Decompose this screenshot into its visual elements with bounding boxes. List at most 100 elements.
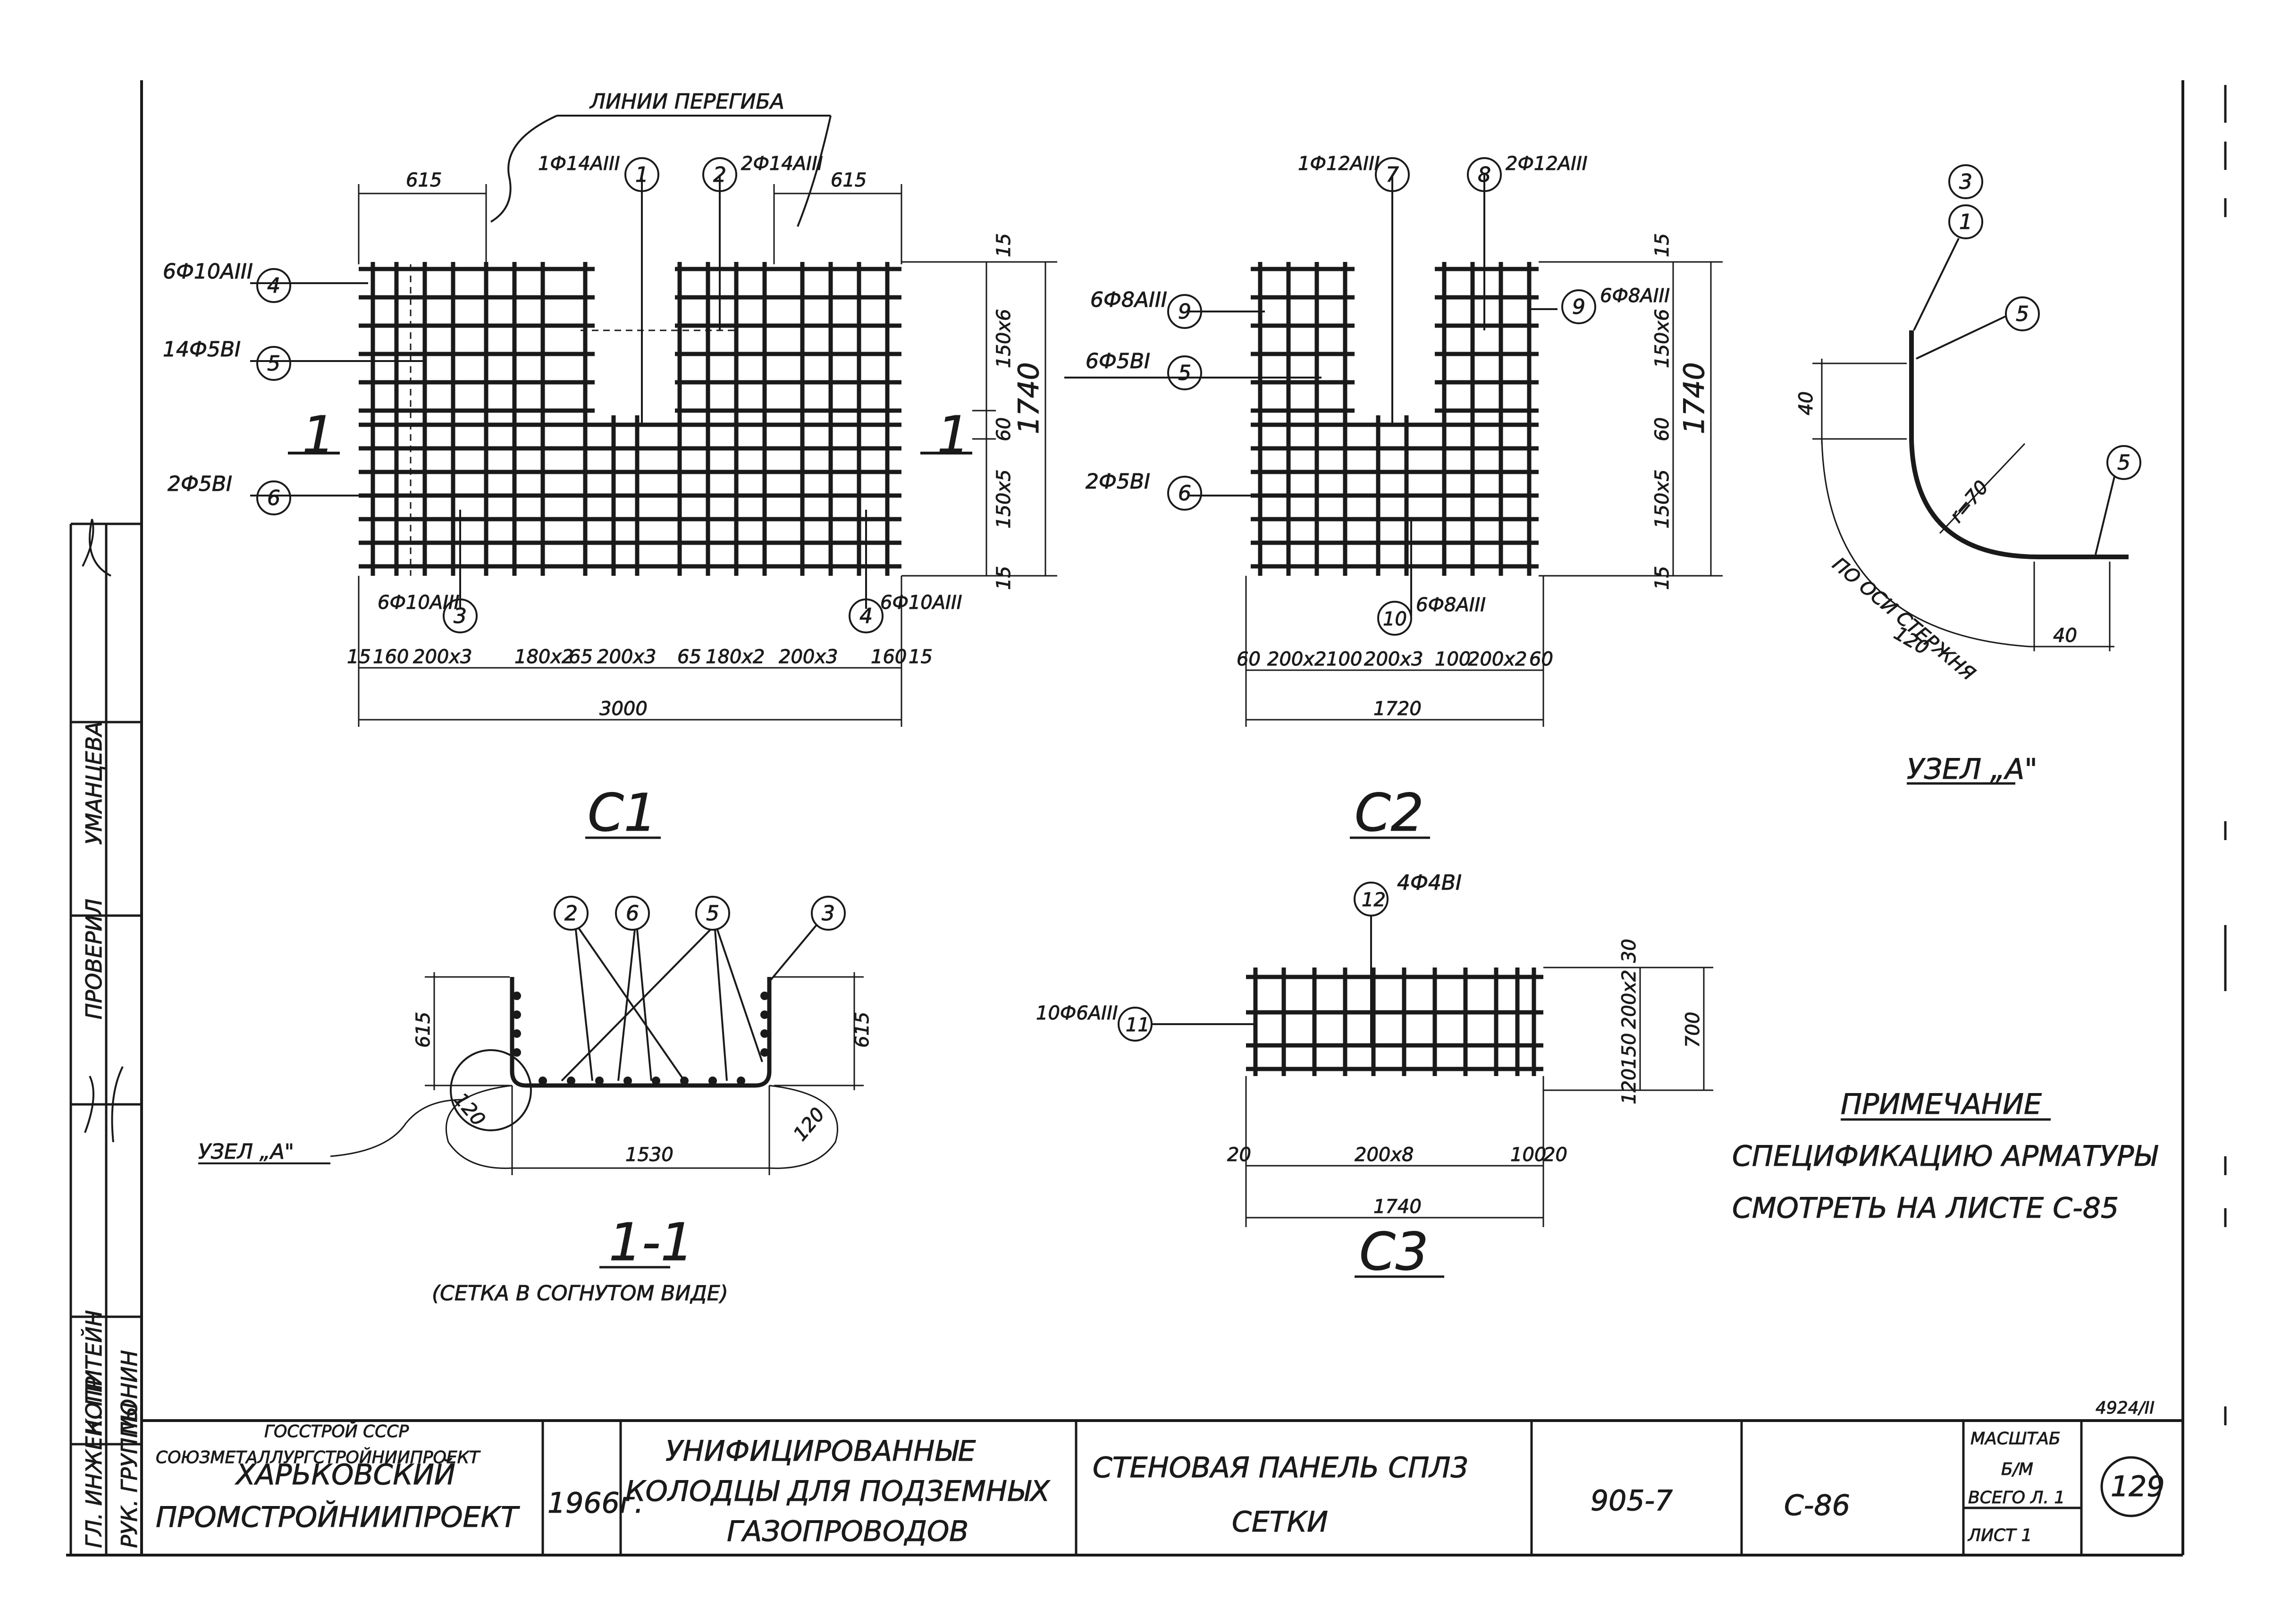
side-stamp bbox=[69, 519, 142, 1555]
c1-mesh bbox=[359, 262, 901, 576]
c1-callout-6-label: 2Ф5ВI bbox=[168, 472, 232, 496]
svg-text:150x6: 150x6 bbox=[993, 309, 1015, 368]
svg-text:160: 160 bbox=[373, 646, 409, 668]
svg-text:60: 60 bbox=[1237, 648, 1261, 670]
svg-text:200x2: 200x2 bbox=[1468, 648, 1527, 670]
c2-callout-5-label: 6Ф5ВI bbox=[1086, 349, 1150, 373]
c1-callout-5-num: 5 bbox=[267, 352, 280, 376]
c1-callout-1-label: 1Ф14АIII bbox=[538, 153, 620, 175]
c1-dim-615-right: 615 bbox=[831, 169, 867, 191]
tb-org-3: ХАРЬКОВСКИЙ bbox=[235, 1458, 455, 1491]
tb-sheet-title-1: СТЕНОВАЯ ПАНЕЛЬ СПЛ3 bbox=[1093, 1451, 1469, 1484]
side-gl-ing: ГЛ. ИНЖЕН. ПР. bbox=[81, 1370, 107, 1548]
c2-callout-10-label: 6Ф8АIII bbox=[1416, 594, 1486, 616]
c1-section-mark-left: 1 bbox=[302, 405, 335, 465]
c3-callout-11-label: 10Ф6АIII bbox=[1036, 1002, 1118, 1024]
c1-dim-615-left: 615 bbox=[406, 169, 442, 191]
section-1-1-dim-r-left: 120 bbox=[449, 1089, 489, 1130]
node-a-callout-5: 5 bbox=[2016, 302, 2029, 326]
svg-text:200x8: 200x8 bbox=[1355, 1144, 1414, 1166]
c2-callout-circles bbox=[1167, 157, 1596, 636]
tb-scale-label: МАСШТАБ bbox=[1970, 1429, 2061, 1448]
c2-callout-10-num: 10 bbox=[1383, 608, 1407, 630]
svg-text:15: 15 bbox=[1651, 566, 1673, 590]
tb-page-number: 129 bbox=[2111, 1470, 2165, 1503]
c1-dim-right-chain: 15 150x6 60 150x5 15 bbox=[993, 233, 1015, 590]
node-a-callout-1: 1 bbox=[1959, 210, 1972, 234]
title-block-grid bbox=[541, 1421, 2162, 1555]
section-1-1-callout-6: 6 bbox=[626, 901, 639, 926]
c1-hidden-bars bbox=[410, 264, 736, 576]
svg-text:200x2: 200x2 bbox=[1618, 970, 1640, 1029]
c2-dim-lines bbox=[1245, 261, 1723, 727]
section-1-1-dims bbox=[330, 972, 864, 1175]
c3-dim-lines bbox=[1245, 967, 1713, 1227]
svg-text:200x3: 200x3 bbox=[597, 646, 656, 668]
svg-text:20: 20 bbox=[1543, 1144, 1567, 1166]
c2-callout-7-label: 1Ф12АIII bbox=[1298, 153, 1380, 175]
tb-scale-value: Б/М bbox=[2001, 1460, 2033, 1479]
c1-title: C1 bbox=[588, 783, 657, 843]
c2-callout-9b-label: 6Ф8АIII bbox=[1600, 285, 1670, 307]
section-1-1-dots bbox=[513, 992, 769, 1085]
svg-text:100: 100 bbox=[1435, 648, 1471, 670]
node-a-arc-label: ПО ОСИ СТЕРЖНЯ bbox=[1828, 553, 1979, 685]
tb-project-1: УНИФИЦИРОВАННЫЕ bbox=[665, 1435, 976, 1468]
c2-dim-height: 1740 bbox=[1678, 362, 1711, 434]
c1-callout-2-num: 2 bbox=[713, 163, 726, 187]
tb-doc-number: 4924/II bbox=[2096, 1398, 2155, 1418]
bend-lines-label: ЛИНИИ ПЕРЕГИБА bbox=[589, 90, 784, 114]
c1-section-mark-right: 1 bbox=[937, 405, 970, 465]
node-a-callout-3: 3 bbox=[1959, 170, 1972, 194]
c1-callout-4-label: 6Ф10АIII bbox=[163, 260, 253, 284]
svg-text:15: 15 bbox=[993, 233, 1015, 257]
svg-text:15: 15 bbox=[909, 646, 933, 668]
c3-callout-12-num: 12 bbox=[1362, 889, 1386, 911]
c2-callout-leaders bbox=[1064, 175, 1558, 616]
svg-text:65: 65 bbox=[569, 646, 593, 668]
svg-text:30: 30 bbox=[1618, 939, 1640, 963]
c2-callout-8-num: 8 bbox=[1478, 163, 1491, 187]
svg-text:160: 160 bbox=[871, 646, 907, 668]
c3-dim-height: 700 bbox=[1682, 1012, 1704, 1048]
c1-callout-5-label: 14Ф5ВI bbox=[163, 337, 241, 362]
svg-text:65: 65 bbox=[677, 646, 701, 668]
side-proveril: ПРОВЕРИЛ bbox=[81, 899, 107, 1019]
section-1-1-callout-2: 2 bbox=[564, 901, 578, 926]
c1-callout-6-num: 6 bbox=[267, 486, 280, 510]
c1-callout-3-label: 6Ф10АIII bbox=[378, 592, 460, 614]
side-ruk-gr: РУК. ГРУППЫ bbox=[117, 1403, 142, 1548]
bend-lines-leaders bbox=[490, 115, 832, 227]
svg-text:100: 100 bbox=[1510, 1144, 1546, 1166]
tb-series: 905-7 bbox=[1591, 1484, 1673, 1517]
svg-text:200x3: 200x3 bbox=[1364, 648, 1423, 670]
c3-dim-bottom-chain: 20 200x8 100 20 bbox=[1227, 1144, 1568, 1166]
c2-callout-6-num: 6 bbox=[1178, 481, 1191, 505]
section-1-1-callouts bbox=[450, 896, 846, 1131]
node-a-title: УЗЕЛ „А" bbox=[1907, 753, 2037, 786]
section-1-1-subtitle: (СЕТКА В СОГНУТОМ ВИДЕ) bbox=[432, 1281, 728, 1305]
svg-text:15: 15 bbox=[993, 566, 1015, 590]
c1-callout-leaders bbox=[250, 175, 867, 609]
section-1-1-dim-615-left: 615 bbox=[413, 1012, 434, 1048]
svg-text:200x2: 200x2 bbox=[1267, 648, 1326, 670]
node-a-callouts bbox=[1913, 164, 2141, 555]
tb-project-3: ГАЗОПРОВОДОВ bbox=[727, 1515, 968, 1548]
svg-text:60: 60 bbox=[1651, 417, 1673, 441]
c3-callout-11-num: 11 bbox=[1126, 1014, 1150, 1036]
c2-callout-9-num: 9 bbox=[1178, 300, 1191, 324]
side-kopit: КОПИТЕЙН bbox=[81, 1310, 107, 1435]
c2-callout-6-label: 2Ф5ВI bbox=[1086, 470, 1150, 494]
node-a-dims bbox=[1812, 359, 2114, 651]
tb-year: 1966г. bbox=[547, 1487, 643, 1520]
tb-sheet-code: С-86 bbox=[1784, 1489, 1850, 1522]
c1-callout-4b-label: 6Ф10АIII bbox=[880, 592, 962, 614]
svg-text:120: 120 bbox=[1618, 1069, 1640, 1104]
c2-dim-total: 1720 bbox=[1373, 698, 1422, 720]
note-line-2: СМОТРЕТЬ НА ЛИСТЕ С-85 bbox=[1732, 1192, 2119, 1225]
side-umantseva: УМАНЦЕВА bbox=[81, 721, 107, 845]
section-1-1-title: 1-1 bbox=[609, 1212, 694, 1272]
c2-callout-8-label: 2Ф12АIII bbox=[1506, 153, 1588, 175]
c1-callout-3-num: 3 bbox=[454, 604, 467, 628]
